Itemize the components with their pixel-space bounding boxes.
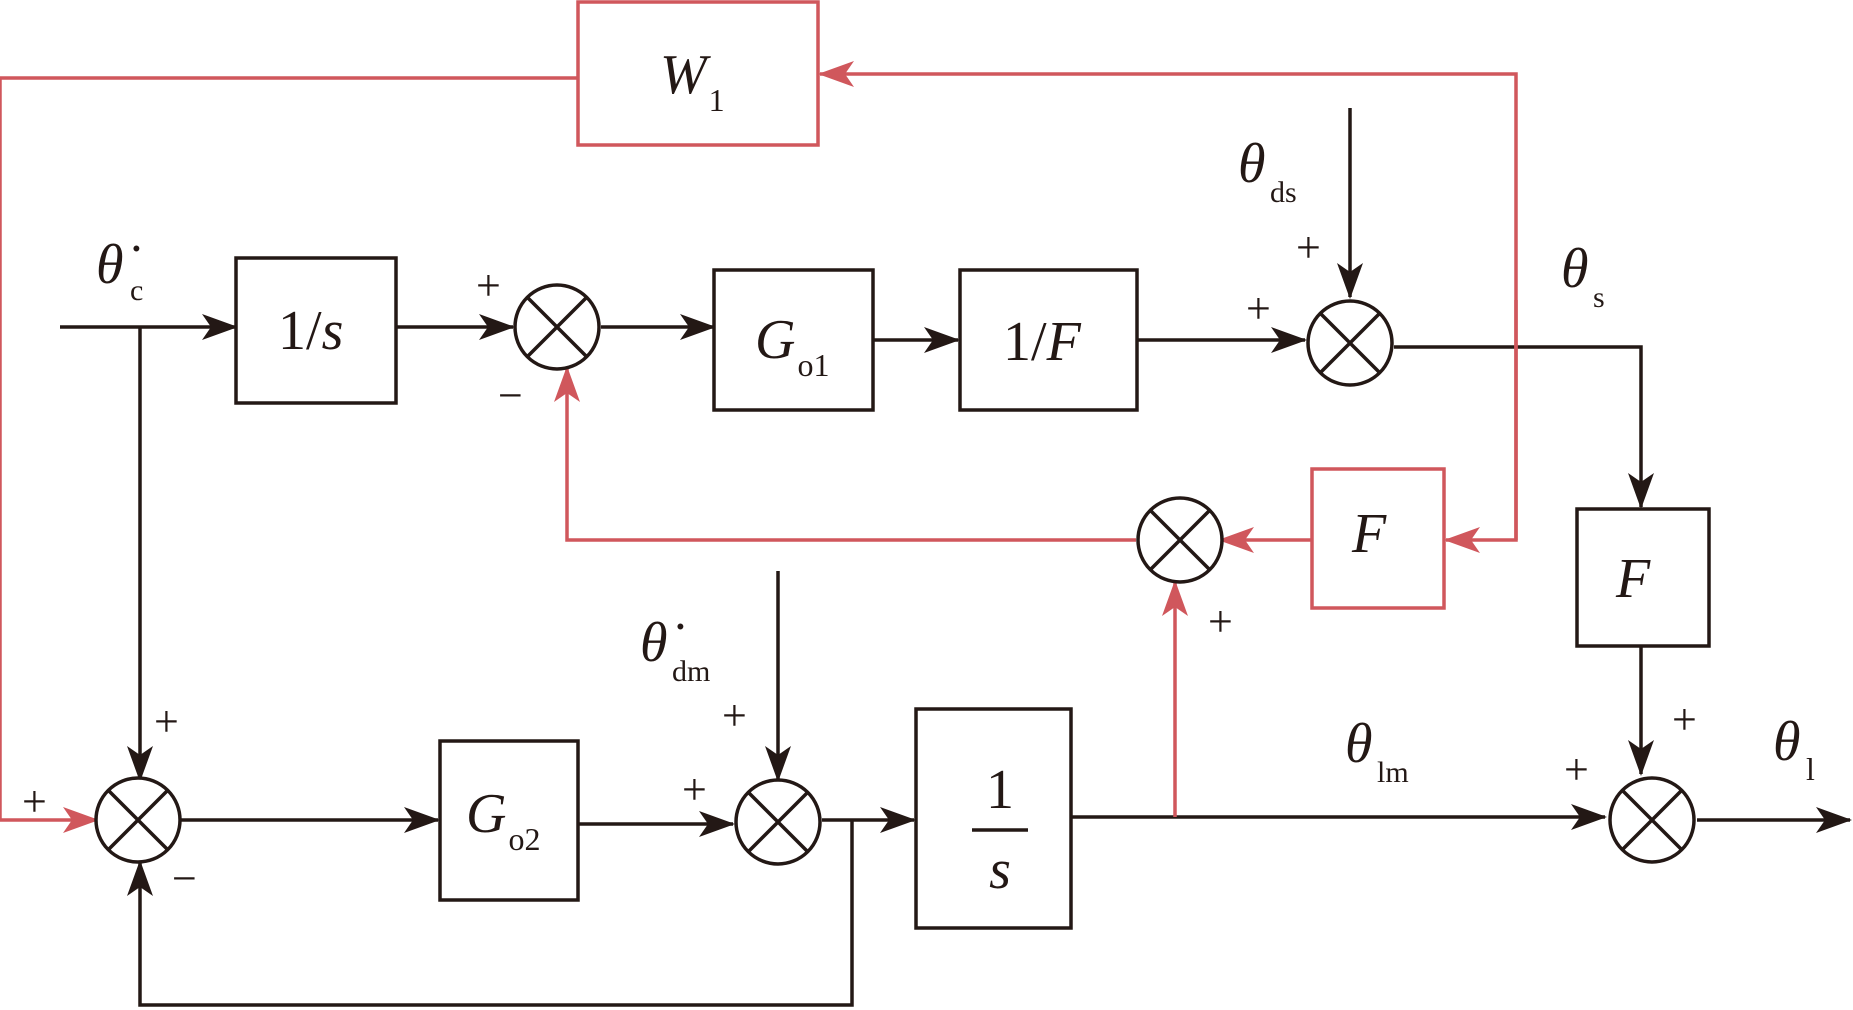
- svg-text:ds: ds: [1270, 176, 1297, 209]
- svg-text:+: +: [682, 765, 707, 814]
- label-theta-c: θ̇ c: [96, 234, 143, 307]
- svg-text:s: s: [989, 839, 1011, 901]
- label-theta-s: θ s: [1561, 238, 1605, 314]
- svg-text:+: +: [1246, 284, 1271, 333]
- block-f-feedback: F: [1310, 467, 1446, 610]
- block-go1: Go1: [712, 268, 875, 412]
- svg-text:+: +: [722, 691, 747, 740]
- svg-text:l: l: [1806, 751, 1815, 787]
- block-go2: Go2: [438, 739, 580, 902]
- label-theta-l: θ l: [1773, 711, 1815, 787]
- sum-junction-4: [1136, 496, 1224, 584]
- svg-text:dm: dm: [672, 655, 710, 688]
- svg-text:+: +: [1672, 695, 1697, 744]
- svg-text:1/s: 1/s: [278, 300, 343, 362]
- block-w1: W1: [576, 0, 820, 147]
- svg-text:+: +: [1208, 597, 1233, 646]
- svg-text:lm: lm: [1377, 756, 1409, 789]
- signal-lines: [60, 108, 1852, 1007]
- sum-junction-3: [734, 778, 822, 866]
- svg-text:+: +: [1296, 223, 1321, 272]
- sum-junction-1: [513, 283, 601, 371]
- svg-text:θ: θ: [1773, 711, 1801, 773]
- svg-text:1: 1: [986, 759, 1014, 821]
- svg-text:θ: θ: [1238, 133, 1266, 195]
- svg-text:1/F: 1/F: [1003, 311, 1082, 373]
- svg-text:F: F: [1615, 548, 1651, 610]
- svg-text:θ: θ: [1345, 713, 1373, 775]
- svg-text:Go1: Go1: [755, 309, 829, 383]
- block-integrator-top: 1/s: [234, 256, 398, 405]
- sign-labels: + − + + + + + − + + + +: [22, 223, 1697, 903]
- svg-text:+: +: [1564, 745, 1589, 794]
- label-theta-ds: θ ds: [1238, 133, 1297, 209]
- svg-text:s: s: [1593, 281, 1605, 314]
- block-inverse-f: 1/F: [958, 268, 1139, 412]
- svg-text:+: +: [154, 697, 179, 746]
- svg-text:Go2: Go2: [466, 783, 540, 857]
- svg-text:−: −: [498, 371, 523, 420]
- svg-text:θ: θ: [1561, 238, 1589, 300]
- sum-junction-output: [1608, 776, 1696, 864]
- svg-text:+: +: [476, 261, 501, 310]
- block-integrator-bottom: 1 s: [914, 707, 1073, 930]
- svg-text:−: −: [172, 854, 197, 903]
- label-theta-lm: θ lm: [1345, 713, 1409, 789]
- label-theta-dm: θ̇ dm: [640, 612, 710, 688]
- svg-text:W1: W1: [660, 44, 725, 118]
- feedback-lines: [0, 61, 1518, 833]
- svg-text:F: F: [1351, 503, 1387, 565]
- sum-junction-2: [1306, 299, 1394, 387]
- sum-junction-bottom-left: [94, 776, 182, 864]
- block-f-right: F: [1575, 507, 1711, 648]
- svg-text:+: +: [22, 777, 47, 826]
- svg-text:c: c: [130, 274, 143, 307]
